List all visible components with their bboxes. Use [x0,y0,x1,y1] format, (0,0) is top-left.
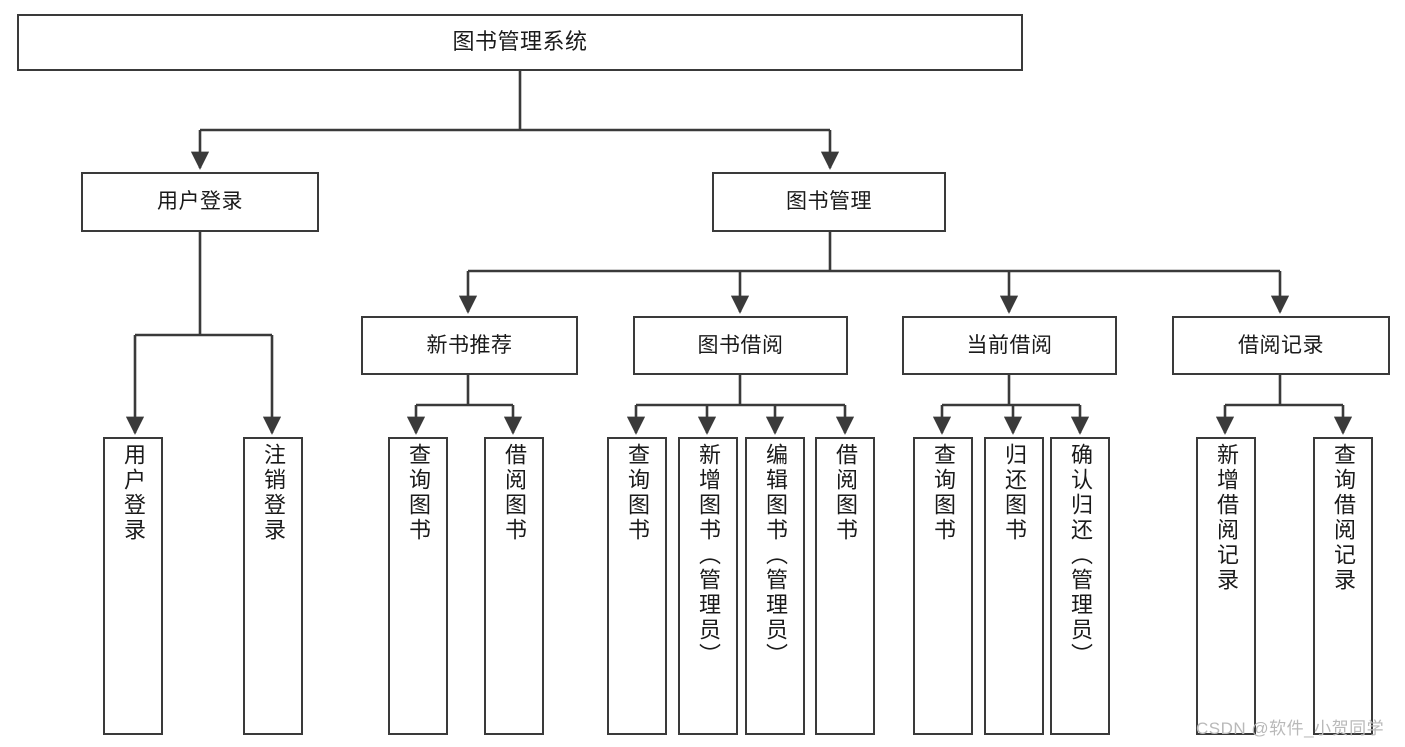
node-leaf-return-book[interactable]: 归还图书 [984,437,1044,735]
node-book-borrow-label: 图书借阅 [697,333,784,357]
node-leaf-query-record-label: 查询借阅记录 [1331,443,1356,593]
node-leaf-query-book-3[interactable]: 查询图书 [913,437,973,735]
node-borrow-record[interactable]: 借阅记录 [1172,316,1390,375]
node-leaf-edit-book-label: 编辑图书（管理员） [763,443,788,668]
node-new-book-rec[interactable]: 新书推荐 [361,316,578,375]
node-leaf-borrow-book-1-label: 借阅图书 [502,443,527,543]
node-user-login[interactable]: 用户登录 [81,172,319,232]
node-new-book-rec-label: 新书推荐 [426,333,513,357]
node-leaf-query-book-1[interactable]: 查询图书 [388,437,448,735]
node-book-manage[interactable]: 图书管理 [712,172,946,232]
node-leaf-query-book-2[interactable]: 查询图书 [607,437,667,735]
node-leaf-add-record-label: 新增借阅记录 [1214,443,1239,593]
node-leaf-borrow-book-2-label: 借阅图书 [833,443,858,543]
csdn-watermark: CSDN @软件_小贺同学 [1196,719,1385,738]
node-leaf-logout[interactable]: 注销登录 [243,437,303,735]
node-leaf-add-book[interactable]: 新增图书（管理员） [678,437,738,735]
node-leaf-borrow-book-2[interactable]: 借阅图书 [815,437,875,735]
node-leaf-logout-label: 注销登录 [261,443,286,543]
node-leaf-confirm-return-label: 确认归还（管理员） [1068,443,1093,668]
node-current-borrow[interactable]: 当前借阅 [902,316,1117,375]
node-leaf-add-book-label: 新增图书（管理员） [696,443,721,668]
node-leaf-return-book-label: 归还图书 [1002,443,1027,543]
node-leaf-query-book-2-label: 查询图书 [625,443,650,543]
node-leaf-user-login-label: 用户登录 [121,443,146,543]
node-leaf-query-record[interactable]: 查询借阅记录 [1313,437,1373,735]
node-book-manage-label: 图书管理 [786,190,872,214]
node-leaf-user-login[interactable]: 用户登录 [103,437,163,735]
node-root-label: 图书管理系统 [452,29,588,55]
node-borrow-record-label: 借阅记录 [1238,333,1324,357]
node-leaf-query-book-3-label: 查询图书 [931,443,956,543]
node-root[interactable]: 图书管理系统 [17,14,1023,71]
node-current-borrow-label: 当前借阅 [966,333,1053,357]
node-leaf-query-book-1-label: 查询图书 [406,443,431,543]
node-leaf-confirm-return[interactable]: 确认归还（管理员） [1050,437,1110,735]
node-user-login-label: 用户登录 [157,190,243,214]
node-leaf-add-record[interactable]: 新增借阅记录 [1196,437,1256,735]
node-leaf-edit-book[interactable]: 编辑图书（管理员） [745,437,805,735]
node-book-borrow[interactable]: 图书借阅 [633,316,848,375]
node-leaf-borrow-book-1[interactable]: 借阅图书 [484,437,544,735]
